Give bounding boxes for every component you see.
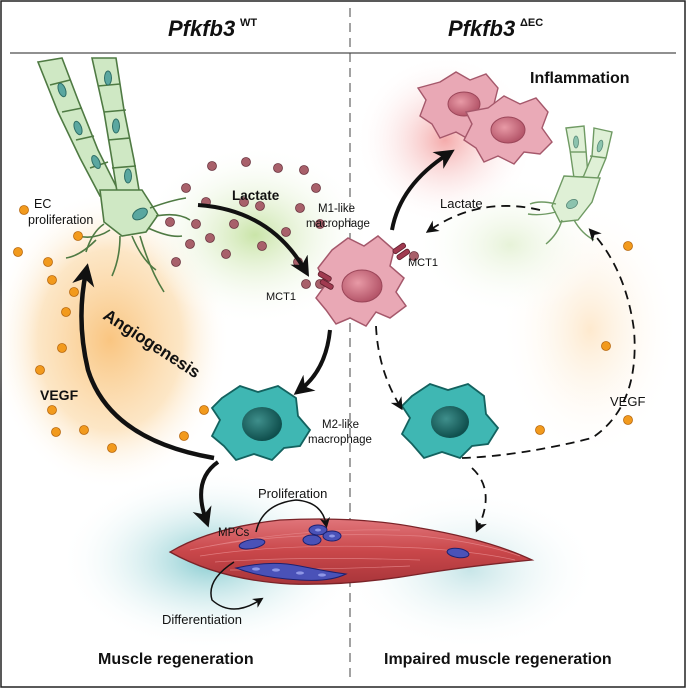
footer: Muscle regeneration Impaired muscle rege… — [98, 651, 612, 668]
mct1-transporter-right — [392, 242, 411, 261]
mpcs-label: MPCs — [218, 527, 250, 539]
left-title: Pfkfb3 — [168, 16, 235, 41]
m2-macrophage-left — [210, 385, 312, 462]
differentiation-label: Differentiation — [162, 612, 242, 627]
inflammatory-macrophages — [416, 71, 553, 165]
vegf-label-left: VEGF — [40, 387, 79, 403]
ec-proliferation-label-line1: EC — [34, 197, 51, 211]
proliferation-label: Proliferation — [258, 486, 327, 501]
header: Pfkfb3 WT Pfkfb3 ΔEC — [10, 16, 676, 54]
m1-label-line2: macrophage — [306, 218, 370, 230]
vegf-particles-left — [13, 205, 209, 453]
footer-left-label: Muscle regeneration — [98, 651, 254, 668]
inflammation-label: Inflammation — [530, 70, 630, 87]
footer-right-label: Impaired muscle regeneration — [384, 651, 612, 668]
lactate-label-left: Lactate — [232, 188, 280, 203]
m2-label-line2: macrophage — [308, 434, 372, 446]
vegf-particles-right — [535, 241, 633, 435]
arrows-right — [375, 205, 636, 533]
m1-label-line1: M1-like — [318, 203, 355, 215]
right-title: Pfkfb3 — [448, 16, 515, 41]
ec-proliferation-label-line2: proliferation — [28, 213, 93, 227]
m2-label-line1: M2-like — [322, 419, 359, 431]
endothelial-vessel-left — [36, 57, 191, 293]
left-title-superscript: WT — [240, 17, 257, 29]
vegf-label-right: VEGF — [610, 394, 645, 409]
lactate-label-right: Lactate — [440, 196, 483, 211]
mct1-label-right: MCT1 — [408, 257, 438, 269]
mct1-label-left: MCT1 — [266, 291, 296, 303]
m1-macrophage — [315, 235, 411, 327]
arrows-left — [72, 149, 455, 610]
m2-macrophage-right — [400, 383, 500, 460]
mct1-transporter-left — [317, 271, 334, 290]
right-title-superscript: ΔEC — [520, 17, 543, 29]
muscle-fiber — [168, 518, 535, 585]
